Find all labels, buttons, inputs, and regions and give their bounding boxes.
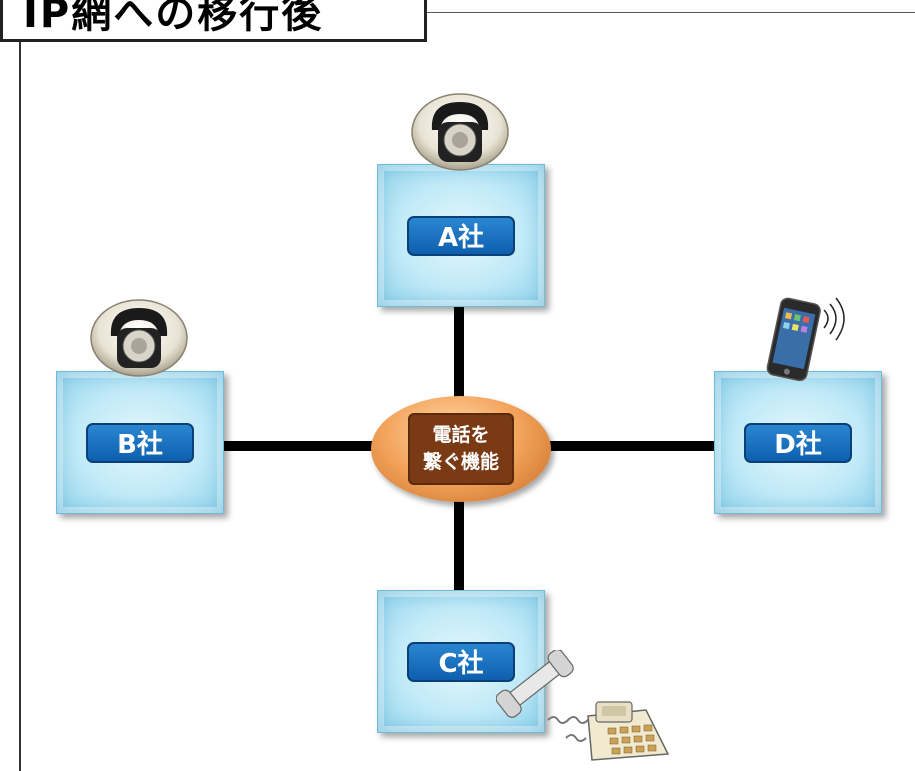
rotary-phone-icon (411, 93, 509, 171)
frame-left-border (19, 40, 21, 771)
company-a-label: A社 (407, 215, 515, 256)
company-a-box: A社 (377, 164, 545, 307)
company-c-label: C社 (407, 641, 515, 682)
company-b-box: B社 (56, 371, 224, 514)
page-title: IP網への移行後 (23, 0, 324, 37)
company-c-box: C社 (377, 590, 545, 733)
hub-label-line2: 繋ぐ機能 (422, 451, 499, 473)
rotary-phone-icon (90, 299, 188, 377)
connector-a (454, 305, 464, 398)
title-box: IP網への移行後 (0, 0, 427, 42)
connector-d (550, 441, 716, 451)
smartphone-icon (766, 297, 845, 382)
company-b-label: B社 (86, 422, 194, 463)
hub-ellipse: 電話を 繋ぐ機能 (371, 396, 551, 502)
connector-b (222, 441, 374, 451)
frame-top-border (427, 12, 915, 13)
company-d-label: D社 (744, 422, 852, 463)
hub-label: 電話を 繋ぐ機能 (408, 413, 514, 485)
hub-label-line1: 電話を (432, 424, 490, 446)
desk-phone-icon (496, 650, 670, 761)
connector-c (454, 500, 464, 590)
company-d-box: D社 (714, 371, 882, 514)
